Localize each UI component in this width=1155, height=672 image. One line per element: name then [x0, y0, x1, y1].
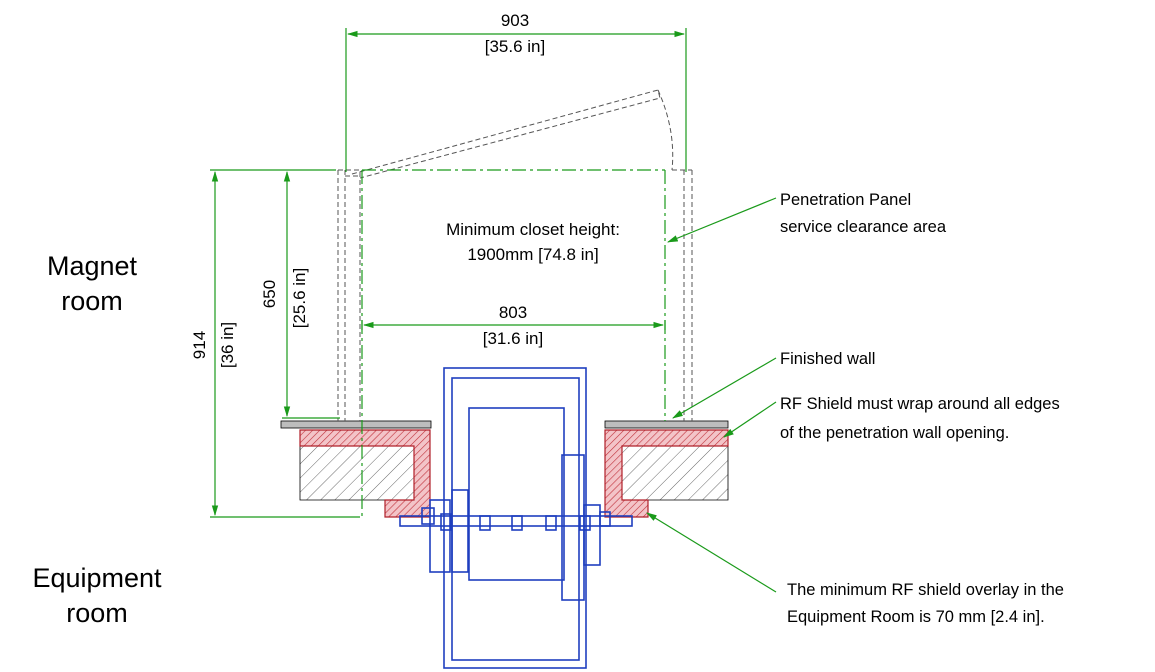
dim-903-value: 903: [501, 11, 529, 30]
dim-903-inches: [35.6 in]: [485, 37, 546, 56]
penetration-panel-equipment: [399, 367, 633, 669]
dim-803-value: 803: [499, 303, 527, 322]
callout-overlay-line1: The minimum RF shield overlay in the: [787, 581, 1064, 599]
dim-914-inches: [36 in]: [218, 322, 237, 368]
wall-right: [604, 445, 729, 501]
equipment-room-label-line1: Equipment: [32, 563, 162, 593]
closet-height-line1: Minimum closet height:: [446, 220, 620, 239]
wall-left: [299, 445, 429, 501]
callout-overlay-line2: Equipment Room is 70 mm [2.4 in].: [787, 608, 1045, 626]
dim-914-value: 914: [190, 331, 209, 359]
callout-leaders: [646, 197, 777, 593]
callout-panel-line1: Penetration Panel: [780, 191, 911, 209]
magnet-room-label-line2: room: [61, 286, 123, 316]
equipment-room-label-line2: room: [66, 598, 128, 628]
dim-803-inches: [31.6 in]: [483, 329, 544, 348]
extension-lines: [210, 28, 687, 518]
service-clearance-area: [361, 169, 666, 520]
rf-shield-left: [299, 429, 431, 518]
callout-rf-shield-line2: of the penetration wall opening.: [780, 424, 1009, 442]
finished-wall-right: [604, 420, 729, 429]
magnet-room-label-line1: Magnet: [47, 251, 138, 281]
callout-finished-wall: Finished wall: [780, 350, 875, 368]
door-outline: [337, 89, 693, 421]
dim-650-inches: [25.6 in]: [290, 268, 309, 329]
closet-height-line2: 1900mm [74.8 in]: [467, 245, 598, 264]
dim-650-value: 650: [260, 280, 279, 308]
finished-wall-left: [280, 420, 432, 429]
callout-panel-line2: service clearance area: [780, 218, 947, 236]
callout-rf-shield-line1: RF Shield must wrap around all edges: [780, 395, 1060, 413]
